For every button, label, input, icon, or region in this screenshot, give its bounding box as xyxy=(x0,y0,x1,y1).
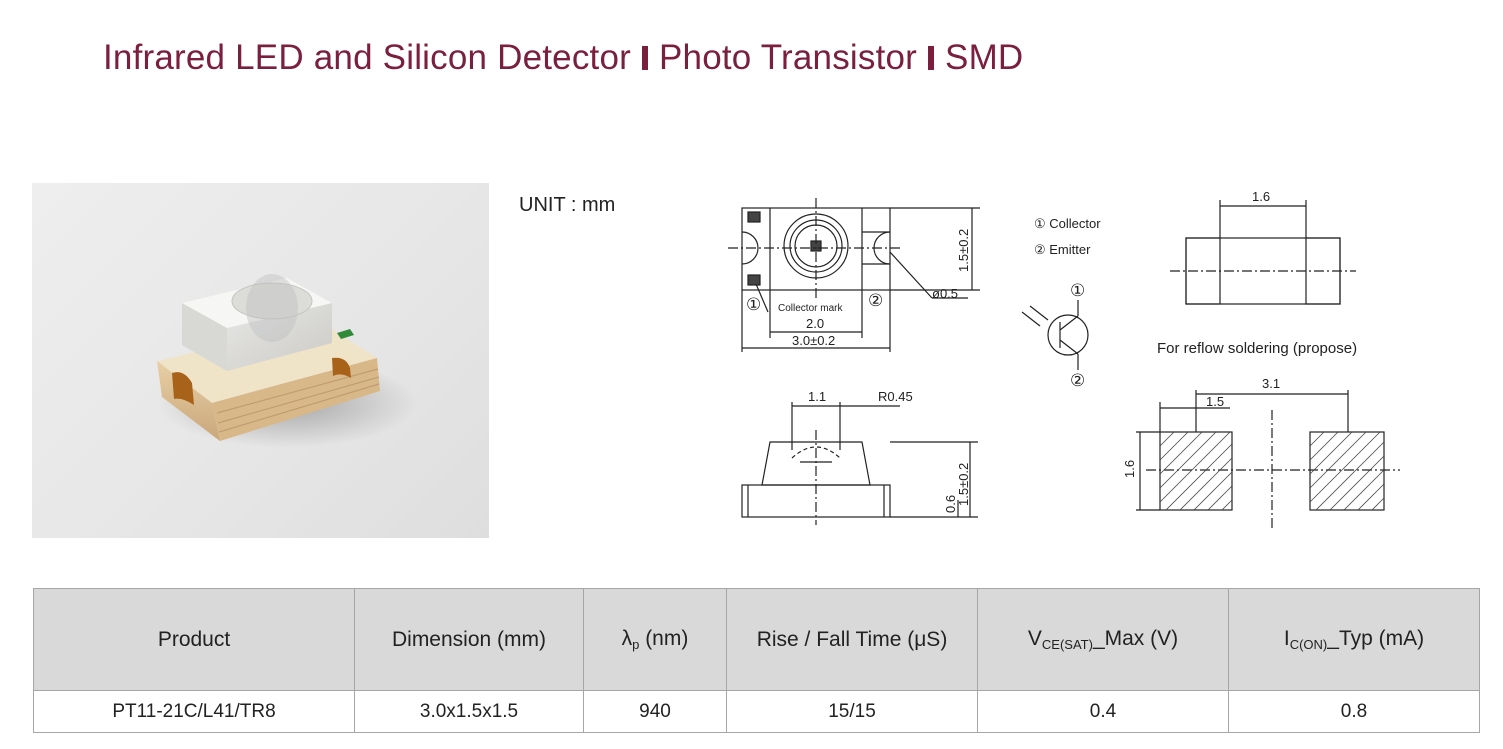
dim-1-5: 1.5±0.2 xyxy=(956,229,971,272)
dim-3-1: 3.1 xyxy=(1262,376,1280,391)
symbol-pin-1: ① xyxy=(1070,281,1085,300)
dim-r0-45: R0.45 xyxy=(878,389,913,404)
cell-ic: 0.8 xyxy=(1228,690,1480,733)
col-product: Product xyxy=(33,588,355,691)
title-part-1: Infrared LED and Silicon Detector xyxy=(103,38,631,77)
cell-dimension: 3.0x1.5x1.5 xyxy=(354,690,584,733)
dim-3-0: 3.0±0.2 xyxy=(792,333,835,348)
col-dimension: Dimension (mm) xyxy=(354,588,584,691)
product-photo xyxy=(32,183,489,538)
page-title: Infrared LED and Silicon Detector Photo T… xyxy=(103,38,1023,78)
title-separator xyxy=(928,46,935,70)
legend-emitter: ② Emitter xyxy=(1034,242,1091,257)
collector-mark-label: Collector mark xyxy=(778,303,843,314)
dim-0-6: 0.6 xyxy=(943,495,958,513)
reflow-top-view xyxy=(1170,200,1356,305)
col-lambda: λp (nm) xyxy=(583,588,727,691)
legend-collector: ① Collector xyxy=(1034,216,1101,231)
top-view xyxy=(728,198,980,352)
col-vce: VCE(SAT)_Max (V) xyxy=(977,588,1229,691)
pin-1-label: ① xyxy=(746,295,761,314)
col-ic: IC(ON)_Typ (mA) xyxy=(1228,588,1480,691)
table-row: PT11-21C/L41/TR8 3.0x1.5x1.5 940 15/15 0… xyxy=(33,690,1480,733)
pad-hatching xyxy=(1159,431,1385,511)
dim-pad-1-5: 1.5 xyxy=(1206,394,1224,409)
dim-top-1-6: 1.6 xyxy=(1252,189,1270,204)
smd-component-image xyxy=(157,274,417,448)
dim-pad-1-6: 1.6 xyxy=(1122,460,1137,478)
cell-lambda: 940 xyxy=(583,690,727,733)
dim-phi-0-5: ø0.5 xyxy=(932,286,958,301)
title-part-2: Photo Transistor xyxy=(658,38,918,77)
transistor-symbol xyxy=(1021,300,1089,370)
symbol-pin-2: ② xyxy=(1070,371,1085,390)
cell-rise-fall: 15/15 xyxy=(726,690,978,733)
title-part-3: SMD xyxy=(945,38,1024,77)
table-header-row: Product Dimension (mm) λp (nm) Rise / Fa… xyxy=(33,588,1480,691)
unit-label: UNIT : mm xyxy=(519,194,616,216)
cell-vce: 0.4 xyxy=(977,690,1229,733)
spec-table: Product Dimension (mm) λp (nm) Rise / Fa… xyxy=(33,588,1480,733)
reflow-caption: For reflow soldering (propose) xyxy=(1157,340,1357,357)
title-separator xyxy=(641,46,648,70)
pad-footprint xyxy=(1136,390,1400,530)
col-rise-fall: Rise / Fall Time (μS) xyxy=(726,588,978,691)
cell-product: PT11-21C/L41/TR8 xyxy=(33,690,355,733)
dim-1-1: 1.1 xyxy=(808,389,826,404)
side-view xyxy=(741,402,978,525)
dim-side-1-5: 1.5±0.2 xyxy=(956,463,971,506)
technical-drawing: 2.0 3.0±0.2 1.5±0.2 ø0.5 Collector mark … xyxy=(728,189,1400,530)
pin-2-label: ② xyxy=(868,291,883,310)
dim-2-0: 2.0 xyxy=(806,316,824,331)
